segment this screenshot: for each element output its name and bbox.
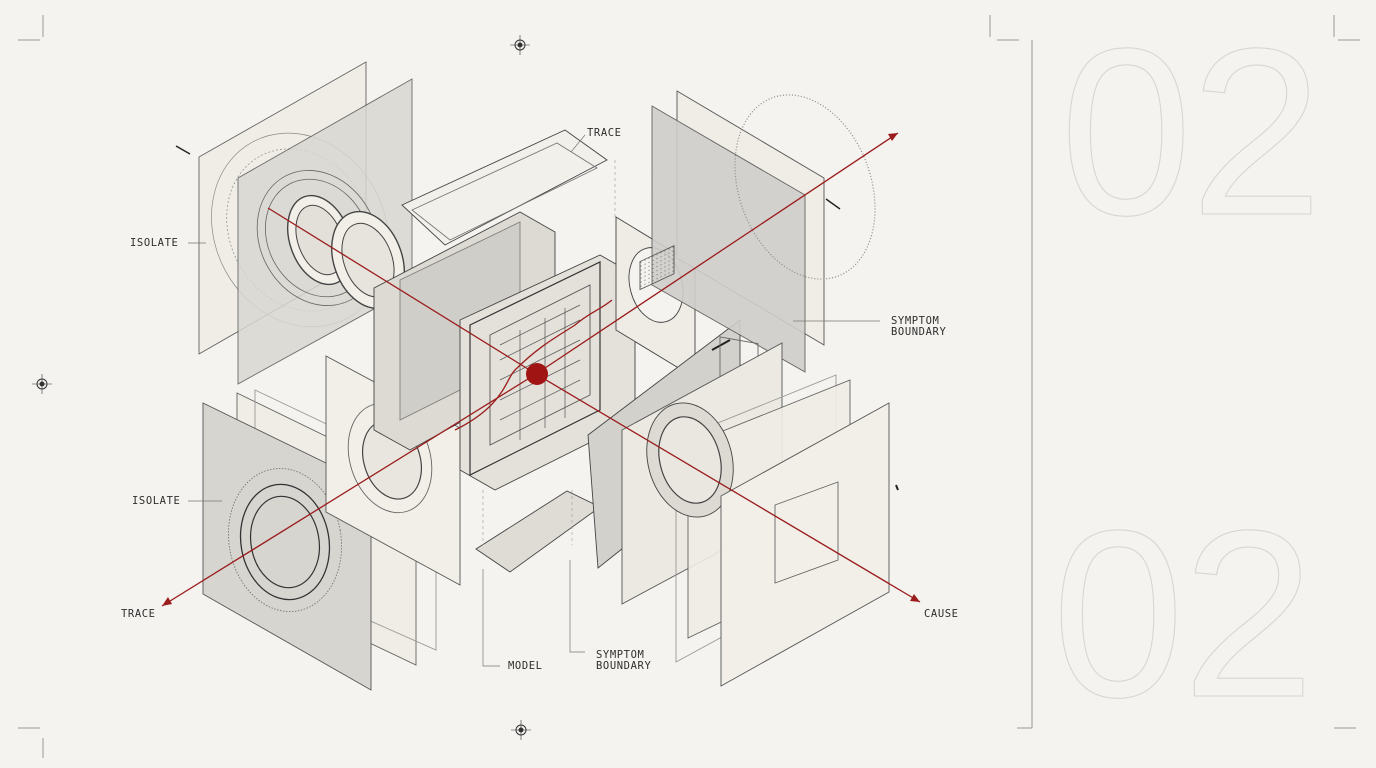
label-symptom-bottom-line2: BOUNDARY bbox=[596, 660, 652, 672]
upper-right-plate-stack bbox=[651, 90, 876, 393]
label-symptom-bottom-line1: SYMPTOM bbox=[596, 649, 645, 661]
registration-target-icon bbox=[510, 35, 530, 55]
leader-lines bbox=[188, 134, 880, 667]
fault-origin-marker bbox=[526, 363, 548, 385]
label-symptom-right-line1: SYMPTOM bbox=[891, 315, 940, 327]
registration-target-icon bbox=[32, 374, 52, 394]
label-trace-top: TRACE bbox=[587, 127, 622, 139]
section-number-top: 02 bbox=[1059, 0, 1323, 265]
label-model: MODEL bbox=[508, 660, 543, 672]
section-number-bottom: 02 bbox=[1051, 482, 1315, 747]
label-trace-left: TRACE bbox=[121, 608, 156, 620]
arrowhead-icon bbox=[162, 133, 920, 606]
corner-crop-mark-icon bbox=[18, 15, 1360, 758]
registration-target-icon bbox=[511, 720, 531, 740]
lower-right-plate-stack bbox=[621, 245, 899, 687]
label-isolate-upper: ISOLATE bbox=[130, 237, 179, 249]
fault-trace-axis bbox=[161, 132, 921, 607]
label-isolate-lower: ISOLATE bbox=[132, 495, 181, 507]
label-symptom-right-line2: BOUNDARY bbox=[891, 326, 947, 338]
label-cause: CAUSE bbox=[924, 608, 959, 620]
